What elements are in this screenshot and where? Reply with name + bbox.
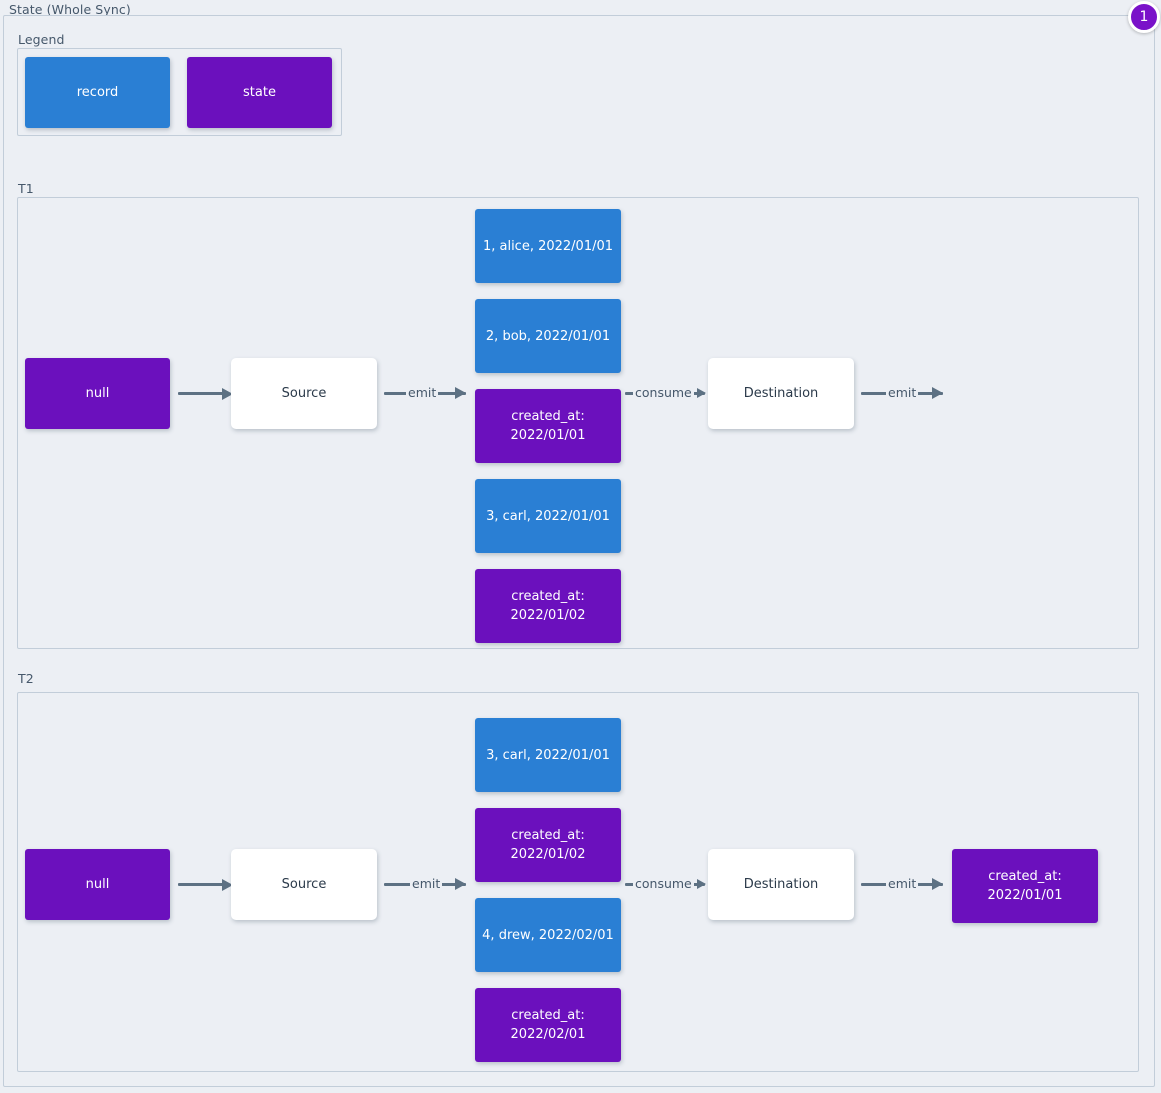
t1-stream-node-4: created_at: 2022/01/02 — [475, 569, 621, 643]
t1-arrowhead-state-to-source — [222, 388, 233, 400]
t1-arrowhead-consume — [697, 388, 706, 398]
legend-item-record: record — [25, 57, 170, 128]
t2-arrowhead-source-emit — [455, 878, 466, 890]
t2-end-state-node: created_at: 2022/01/01 — [952, 849, 1098, 923]
t1-stream-node-1: 2, bob, 2022/01/01 — [475, 299, 621, 373]
t2-start-state-node: null — [25, 849, 170, 920]
t1-edge-label-source-emit: emit — [406, 385, 439, 400]
t1-stream-node-0: 1, alice, 2022/01/01 — [475, 209, 621, 283]
legend-item-state: state — [187, 57, 332, 128]
t1-arrowhead-source-emit — [455, 387, 466, 399]
t2-edge-label-destination-emit: emit — [886, 876, 919, 891]
t2-stream-node-3: created_at: 2022/02/01 — [475, 988, 621, 1062]
legend-title: Legend — [18, 32, 65, 47]
t1-edge-label-consume: consume — [633, 385, 694, 400]
t2-stream-node-2: 4, drew, 2022/02/01 — [475, 898, 621, 972]
t2-edge-state-to-source — [178, 883, 226, 886]
t1-edge-label-destination-emit: emit — [886, 385, 919, 400]
lane-label-t2: T2 — [18, 671, 34, 686]
t1-stream-node-3: 3, carl, 2022/01/01 — [475, 479, 621, 553]
t2-arrowhead-consume — [697, 879, 706, 889]
t1-source-node: Source — [231, 358, 377, 429]
t2-source-node: Source — [231, 849, 377, 920]
t2-arrowhead-destination-emit — [932, 878, 943, 890]
t2-edge-label-source-emit: emit — [410, 876, 443, 891]
t2-stream-node-1: created_at: 2022/01/02 — [475, 808, 621, 882]
t2-stream-node-0: 3, carl, 2022/01/01 — [475, 718, 621, 792]
t1-arrowhead-destination-emit — [932, 387, 943, 399]
t2-edge-label-consume: consume — [633, 876, 694, 891]
t1-start-state-node: null — [25, 358, 170, 429]
t1-edge-state-to-source — [178, 392, 226, 395]
t2-arrowhead-state-to-source — [222, 879, 233, 891]
t2-destination-node: Destination — [708, 849, 854, 920]
lane-label-t1: T1 — [18, 181, 34, 196]
t1-destination-node: Destination — [708, 358, 854, 429]
step-badge: 1 — [1128, 1, 1160, 33]
t1-stream-node-2: created_at: 2022/01/01 — [475, 389, 621, 463]
diagram-title: State (Whole Sync) — [9, 2, 131, 17]
